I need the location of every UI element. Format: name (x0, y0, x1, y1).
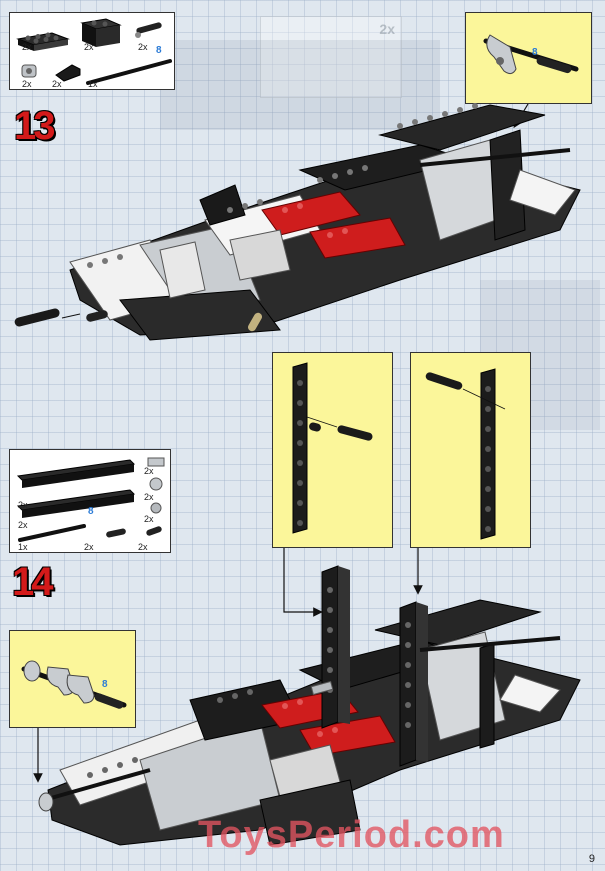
black-pin-connector-icon (135, 22, 162, 38)
part-qty: 2x (22, 79, 32, 89)
step-14-callout-axle-assembly: 8 (9, 630, 136, 728)
step-13-callout: 8 (465, 12, 592, 104)
part-qty: 2x (144, 492, 154, 502)
step-14-callout-left-beam (272, 352, 393, 548)
ghost-previous-step: 2x (260, 16, 402, 98)
part-qty: 2x (138, 542, 148, 552)
step-14-callout-right-beam (410, 352, 531, 548)
black-axle-icon (86, 59, 172, 85)
ghost-qty-label: 2x (379, 21, 395, 37)
parts-list-13-art (16, 18, 172, 85)
watermark-text: ToysPeriod.com (198, 814, 505, 856)
axle-length-label: 8 (88, 506, 94, 517)
black-pin-icon (146, 526, 162, 536)
axle-length-label: 8 (156, 45, 162, 56)
gray-tile-icon (147, 457, 165, 467)
technic-beam-icon (16, 459, 136, 488)
page-number: 9 (588, 853, 595, 865)
part-qty: 2x (144, 466, 154, 476)
part-qty: 2x (144, 514, 154, 524)
gray-cross-block-icon (149, 477, 163, 491)
technic-beam-icon (425, 368, 506, 540)
part-qty: 2x (22, 42, 32, 52)
step-number-14: 14 (12, 560, 53, 604)
step-number-13: 13 (14, 104, 55, 148)
part-qty: 1x (18, 542, 28, 552)
axle-length-label: 8 (532, 47, 538, 58)
parts-list-step-14: 2x 2x 1x 8 2x 2x 2x 2x 2x (9, 449, 171, 553)
parts-list-step-13: 2x 2x 2x 2x 2x 1x 8 (9, 12, 175, 90)
gray-cross-block-icon (21, 64, 37, 78)
black-brick-icon (80, 18, 122, 47)
part-qty: 2x (18, 500, 28, 510)
part-qty: 1x (88, 79, 98, 89)
part-qty: 2x (84, 42, 94, 52)
ghost-model-silhouette (160, 40, 440, 130)
axle-length-label: 8 (102, 679, 108, 690)
black-plate-icon (16, 32, 70, 51)
part-qty: 2x (84, 542, 94, 552)
technic-beam-icon (292, 362, 373, 534)
black-slope-icon (55, 64, 81, 82)
parts-list-14-art (16, 457, 165, 542)
gray-bushing-icon (150, 502, 162, 514)
black-pin-connector-icon (106, 528, 126, 538)
axle-assembly-icon (483, 34, 579, 75)
technic-beam-icon (16, 489, 136, 518)
part-qty: 2x (52, 79, 62, 89)
axle-assembly-icon (21, 660, 127, 709)
part-qty: 2x (138, 42, 148, 52)
black-axle-icon (18, 524, 86, 542)
part-qty: 2x (18, 520, 28, 530)
